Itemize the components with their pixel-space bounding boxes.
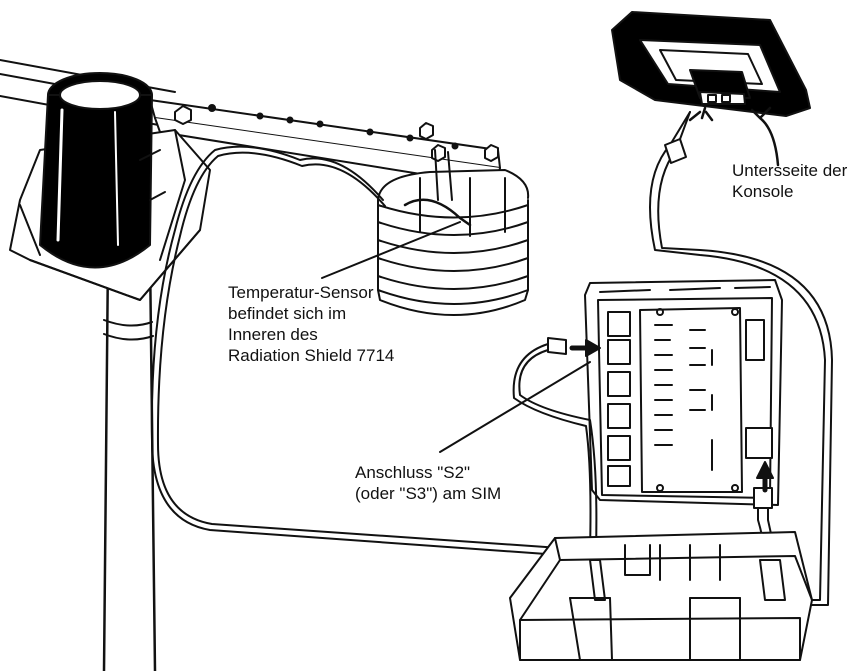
port-label-line-1: Anschluss "S2" <box>355 463 471 482</box>
mounting-arm-icon <box>0 59 501 187</box>
sensor-leader-line <box>321 221 461 279</box>
mounting-pole-icon <box>102 253 157 671</box>
console-label-line-2: Konsole <box>732 182 794 201</box>
radiation-shield-icon <box>377 149 530 316</box>
sensor-label: Temperatur-Sensor befindet sich im Inner… <box>228 282 394 366</box>
port-leader-line <box>439 361 591 453</box>
port-arrow-icon <box>569 339 601 357</box>
port-label: Anschluss "S2" (oder "S3") am SIM <box>355 462 501 504</box>
console-icon <box>611 11 811 167</box>
up-arrow-icon <box>756 461 774 493</box>
rain-collector-icon <box>9 72 211 301</box>
console-cable <box>649 111 826 601</box>
junction-box-icon <box>509 531 813 661</box>
sim-board-icon <box>584 279 783 506</box>
sensor-label-line-3: Inneren des <box>228 325 318 344</box>
sensor-label-line-2: befindet sich im <box>228 304 347 323</box>
sim-port-cable <box>518 349 598 551</box>
sensor-label-line-1: Temperatur-Sensor <box>228 283 374 302</box>
console-label: Untersseite der Konsole <box>732 160 847 202</box>
sensor-cable <box>150 145 561 556</box>
sensor-label-line-4: Radiation Shield 7714 <box>228 346 395 365</box>
console-label-line-1: Untersseite der <box>732 161 848 180</box>
port-label-line-2: (oder "S3") am SIM <box>355 484 502 503</box>
